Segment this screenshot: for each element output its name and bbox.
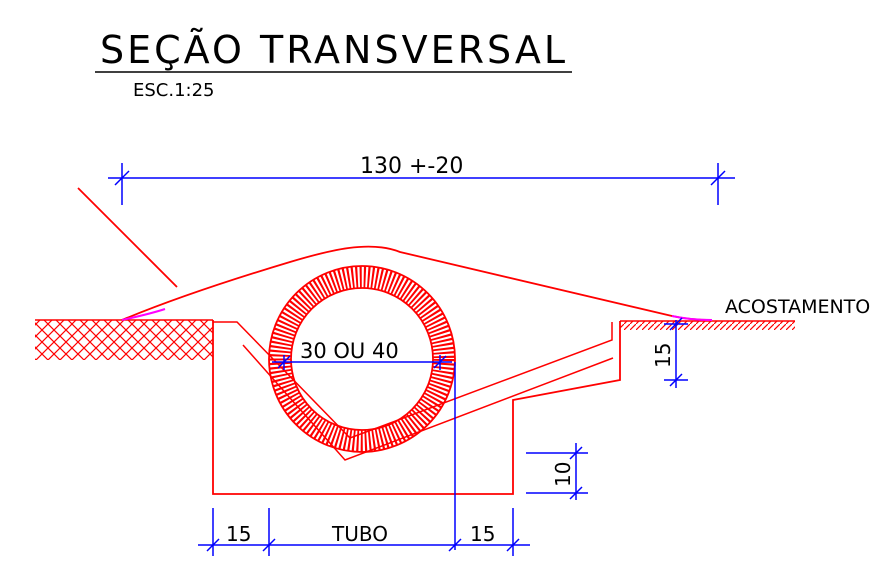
shoulder-hatch bbox=[620, 321, 795, 330]
overall-width-label: 130 +-20 bbox=[360, 154, 463, 179]
dimension-height-10 bbox=[526, 443, 588, 500]
dimension-pipe-diameter bbox=[272, 355, 456, 550]
ground-soil-left bbox=[35, 320, 213, 360]
height-15-label: 15 bbox=[651, 343, 675, 368]
left-slope-line bbox=[77, 187, 178, 288]
right-offset-label: 15 bbox=[470, 522, 495, 546]
dimension-bottom-row bbox=[198, 508, 530, 556]
pipe-inner-edge bbox=[290, 287, 434, 431]
left-offset-label: 15 bbox=[226, 522, 251, 546]
trench-outline bbox=[212, 320, 621, 495]
shoulder-label: ACOSTAMENTO bbox=[725, 296, 870, 318]
drawing-scale: ESC.1:25 bbox=[133, 80, 215, 101]
drawing-title: SEÇÃO TRANSVERSAL bbox=[100, 28, 568, 72]
pipe-diameter-label: 30 OU 40 bbox=[300, 339, 399, 363]
mound-transition-left bbox=[121, 308, 166, 321]
pipe-label: TUBO bbox=[331, 522, 388, 546]
bedding-v-lines bbox=[242, 344, 614, 461]
pipe-outer-edge bbox=[268, 265, 456, 453]
dimension-height-15 bbox=[664, 317, 688, 388]
height-10-label: 10 bbox=[551, 462, 575, 487]
dimension-overall-width bbox=[108, 163, 735, 205]
mound-transition-right bbox=[671, 315, 713, 321]
